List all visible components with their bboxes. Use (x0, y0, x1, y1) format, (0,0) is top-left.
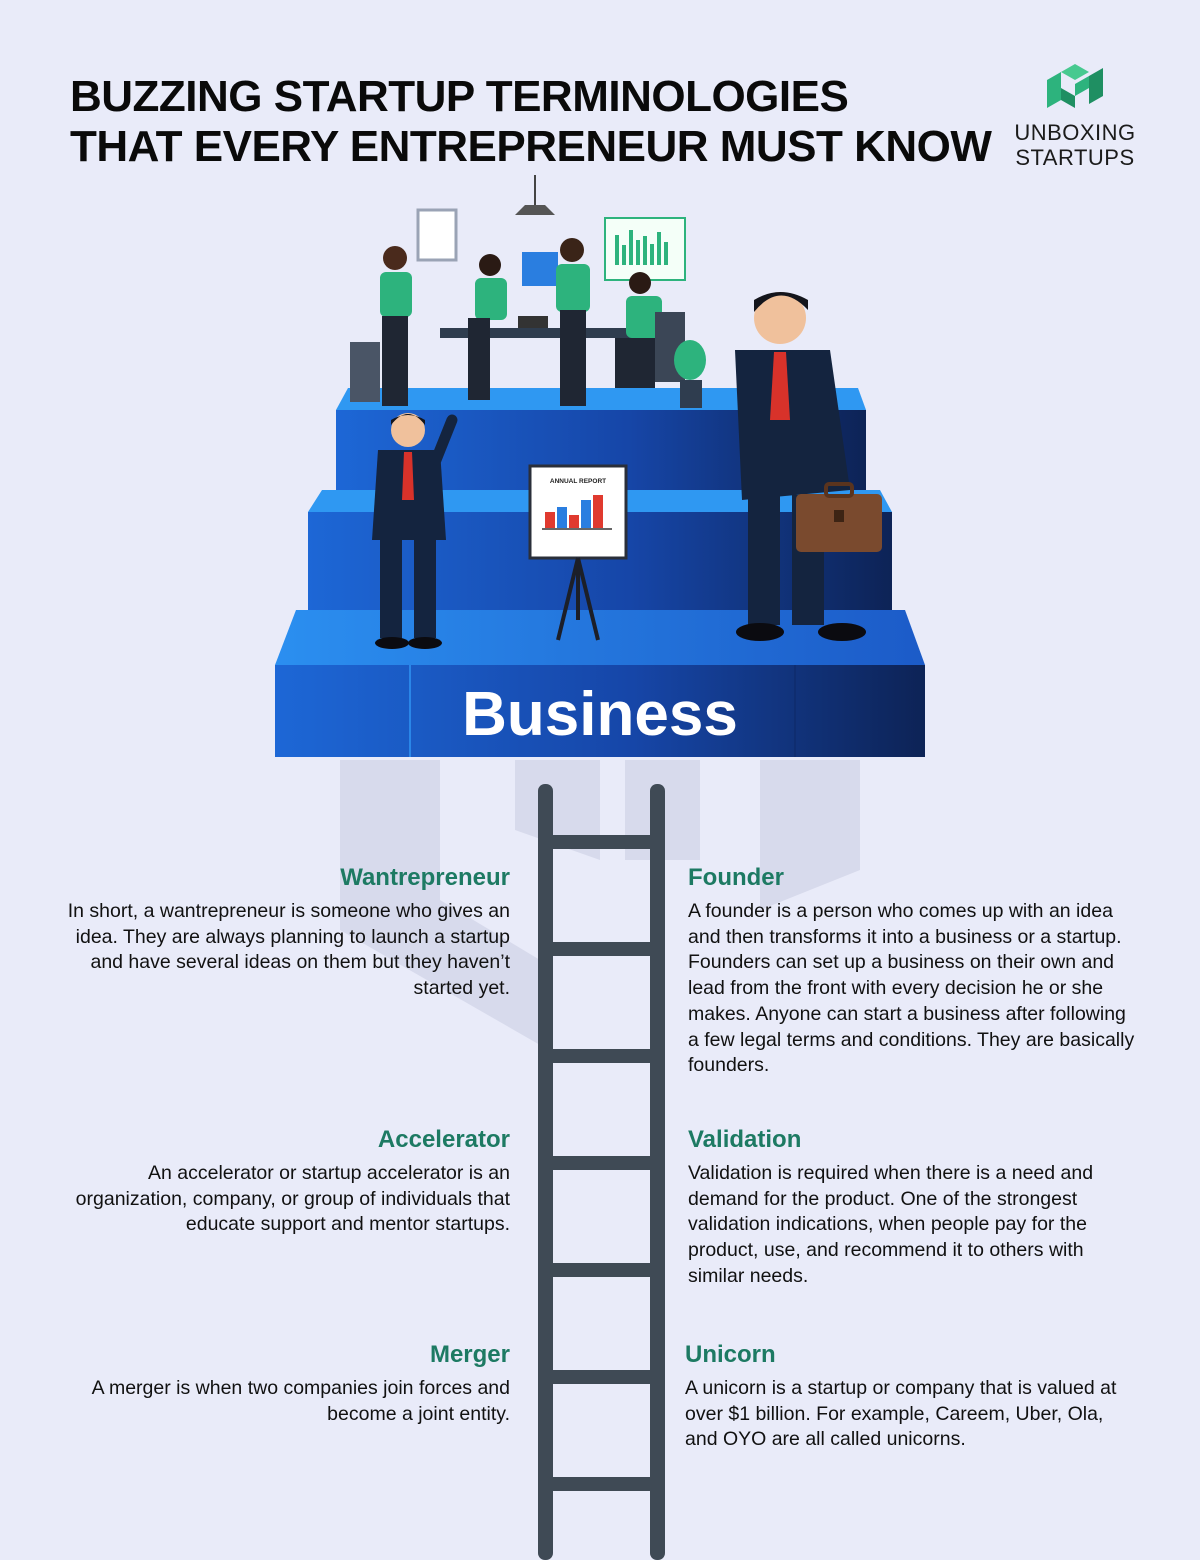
briefcase-icon (796, 482, 882, 552)
term-title: Founder (688, 864, 784, 891)
businessman-pointing-icon (372, 413, 458, 649)
term-wantrepreneur: Wantrepreneur In short, a wantrepreneur … (60, 863, 510, 1002)
ladder-icon (538, 784, 665, 1560)
term-title: Accelerator (377, 1126, 510, 1153)
term-unicorn: Unicorn A unicorn is a startup or compan… (685, 1340, 1135, 1453)
term-description: A founder is a person who comes up with … (688, 900, 1135, 1077)
term-description: In short, a wantrepreneur is someone who… (67, 900, 510, 1000)
term-founder: Founder A founder is a person who comes … (688, 863, 1138, 1079)
term-validation: Validation Validation is required when t… (688, 1125, 1138, 1290)
term-title: Wantrepreneur (340, 864, 510, 891)
unboxing-startups-logo-icon (1047, 64, 1103, 108)
title-line-2: THAT EVERY ENTREPRENEUR MUST KNOW (70, 122, 992, 171)
term-description: A unicorn is a startup or company that i… (685, 1377, 1117, 1451)
term-description: An accelerator or startup accelerator is… (75, 1162, 510, 1236)
business-stairs-illustration: Business (275, 175, 925, 1560)
office-team-icon (350, 175, 706, 408)
term-title: Validation (688, 1126, 802, 1153)
brand-name-line-1: UNBOXING (1014, 120, 1136, 145)
page-title: BUZZING STARTUP TERMINOLOGIES THAT EVERY… (70, 72, 992, 172)
term-merger: Merger A merger is when two companies jo… (60, 1340, 510, 1427)
platform-label: Business (462, 680, 738, 749)
term-description: Validation is required when there is a n… (688, 1162, 1094, 1287)
easel-chart-icon: ANNUAL REPORT (528, 464, 628, 641)
brand-logo: UNBOXING STARTUPS (1000, 60, 1150, 170)
term-title: Unicorn (685, 1341, 776, 1368)
term-description: A merger is when two companies join forc… (91, 1377, 510, 1425)
term-accelerator: Accelerator An accelerator or startup ac… (60, 1125, 510, 1238)
title-line-1: BUZZING STARTUP TERMINOLOGIES (70, 72, 849, 121)
term-title: Merger (429, 1341, 510, 1368)
annual-report-label: ANNUAL REPORT (550, 478, 606, 485)
brand-name-line-2: STARTUPS (1015, 145, 1135, 170)
